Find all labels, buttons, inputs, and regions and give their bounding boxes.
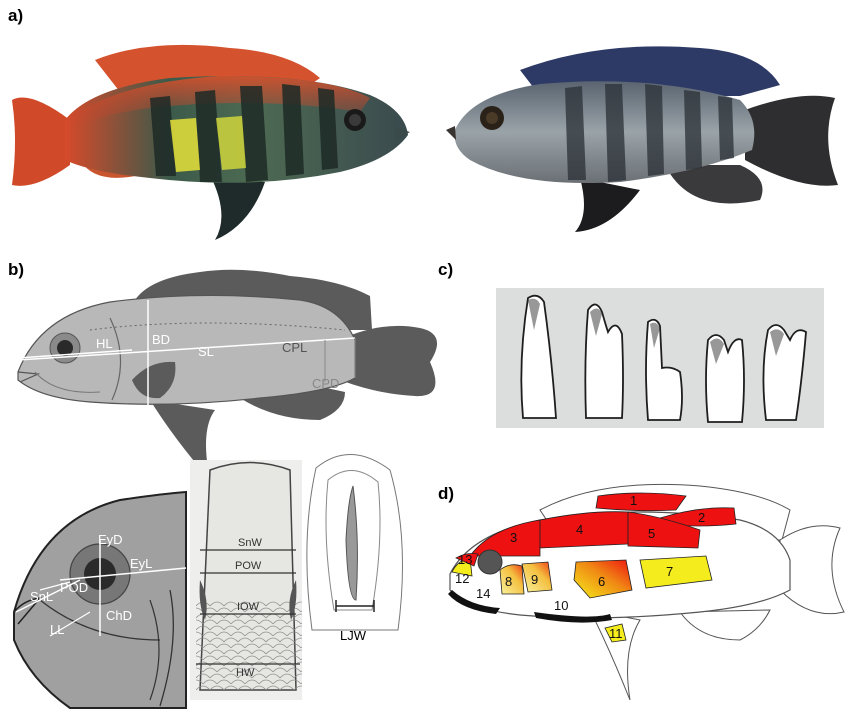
female-pelvic-fin (575, 178, 640, 232)
photo-male-fish (12, 45, 410, 240)
label-eyd: EyD (98, 532, 123, 547)
colour-region-diagram: 1 2 3 4 5 6 7 8 9 10 11 12 13 14 (448, 484, 844, 700)
region-label-10: 10 (554, 598, 568, 613)
label-sl: SL (198, 344, 214, 359)
label-ll: LL (50, 622, 64, 637)
region-label-5: 5 (648, 526, 655, 541)
region-label-7: 7 (666, 564, 673, 579)
label-hw: HW (236, 667, 255, 679)
region-3 (470, 520, 540, 556)
region-label-14: 14 (476, 586, 490, 601)
region-label-3: 3 (510, 530, 517, 545)
lower-jaw-sketch: LJW (307, 454, 403, 643)
label-snw: SnW (238, 537, 262, 549)
label-iow: IOW (237, 601, 260, 613)
female-tail-fin (745, 96, 838, 186)
label-ljw: LJW (340, 628, 367, 643)
label-chd: ChD (106, 608, 132, 623)
region-label-8: 8 (505, 574, 512, 589)
label-cpd: CPD (312, 376, 339, 391)
region-label-13: 13 (458, 552, 472, 567)
tooth-drawings (496, 288, 824, 428)
male-pelvic-fin (210, 175, 265, 240)
label-snl: SnL (30, 589, 53, 604)
head-measurement-diagram: EyD EyL POD SnL ChD LL (14, 492, 186, 708)
male-tail-fin (12, 98, 70, 186)
label-pow: POW (235, 560, 262, 572)
region-label-6: 6 (598, 574, 605, 589)
region-1 (596, 493, 686, 511)
dorsal-head-sketch: SnW POW IOW HW (190, 460, 302, 700)
region-label-4: 4 (576, 522, 583, 537)
region-label-1: 1 (630, 493, 637, 508)
label-cpl: CPL (282, 340, 307, 355)
region-label-12: 12 (455, 571, 469, 586)
body-measurement-diagram: HL BD SL CPL CPD (18, 270, 437, 480)
label-pod: POD (60, 580, 88, 595)
label-eyl: EyL (130, 556, 152, 571)
region-label-2: 2 (698, 510, 705, 525)
region-label-11: 11 (609, 626, 623, 641)
label-bd: BD (152, 332, 170, 347)
photo-female-fish (446, 46, 838, 232)
label-hl: HL (96, 336, 113, 351)
region-label-9: 9 (531, 572, 538, 587)
colour-diagram-eye (478, 550, 502, 574)
